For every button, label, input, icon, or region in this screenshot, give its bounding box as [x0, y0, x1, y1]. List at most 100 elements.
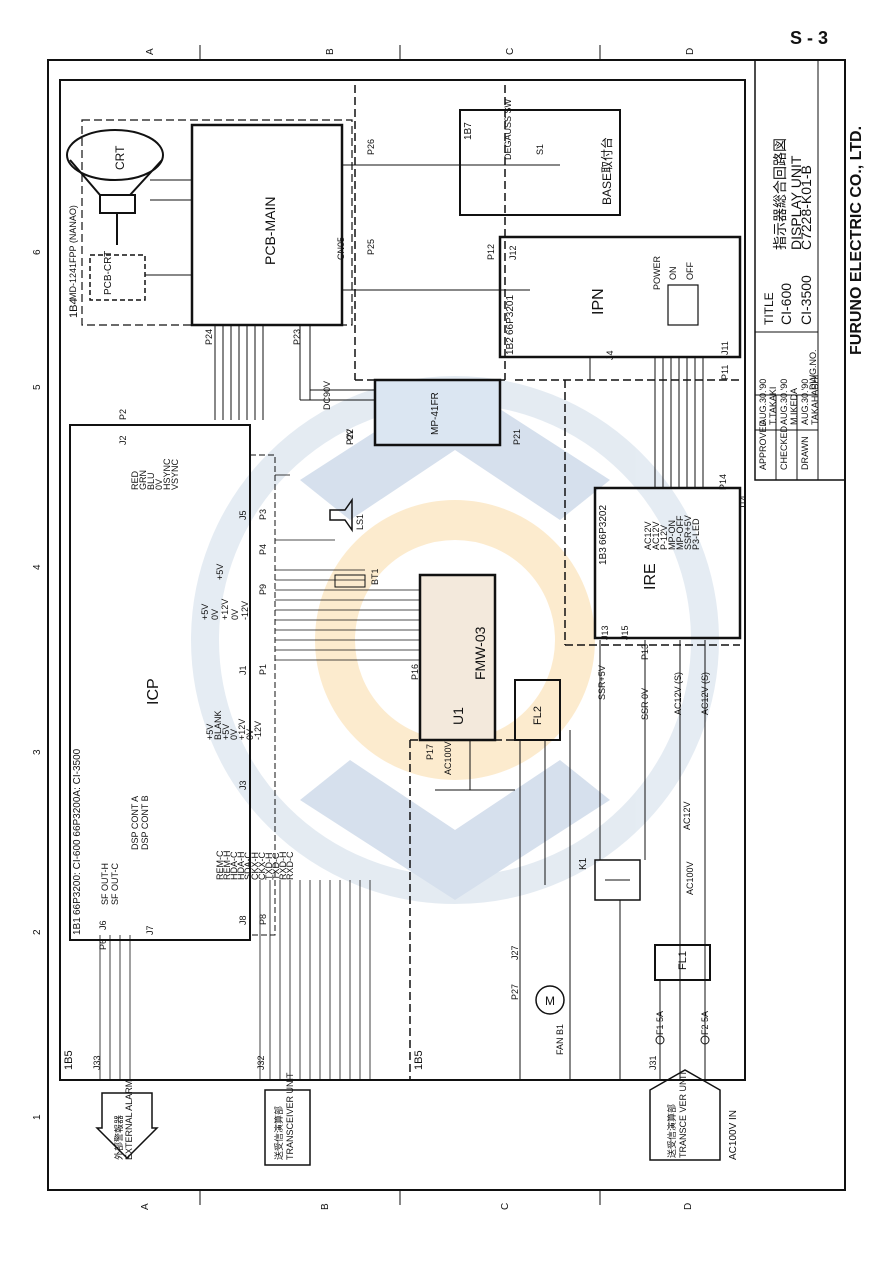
ipn-label: IPN [590, 288, 607, 315]
conn-p27: P27 [510, 983, 520, 1000]
conn-p26: P26 [366, 138, 376, 155]
conn-p23: P23 [292, 328, 302, 345]
approved-date: AUG.30.'90 [758, 378, 768, 425]
grid-letter-top-b: B [325, 48, 336, 55]
ac12v-label: AC12V [682, 801, 692, 830]
tag-1b3: 1B3 [598, 547, 609, 565]
p4-sig-2: 0V [210, 608, 220, 620]
tag-1b5-a: 1B5 [63, 1050, 75, 1070]
fl1-box [654, 944, 711, 981]
degauss-label: DEGAUSS SW [503, 98, 513, 160]
ipn-part: 66P3201 [505, 294, 516, 335]
grid-letter-bottom-a: A [140, 1203, 151, 1210]
ipn-box [498, 235, 742, 359]
p4-sig-3: +12V [220, 598, 230, 620]
p4-sig-5: -12V [240, 600, 250, 620]
conn-p11: P11 [720, 364, 730, 380]
u1-label: U1 [450, 707, 466, 725]
grid-letter-bottom-c: C [500, 1202, 511, 1210]
tag-1b5-b: 1B5 [413, 1050, 425, 1070]
grid-num-1: 1 [32, 1114, 43, 1120]
k1-label: K1 [578, 857, 589, 870]
ac100v-in: AC100V IN [728, 1109, 739, 1160]
signal-vsync: VSYNC [170, 458, 180, 490]
grid-letter-top-d: D [685, 47, 696, 55]
power-switch [667, 284, 699, 326]
transceiver2-en: TRANSCE VER UNIT [678, 1070, 688, 1158]
title-jp: 指示器総合回路図 [772, 138, 788, 250]
ire-part: 66P3202 [598, 504, 609, 545]
pcb-main-label: PCB-MAIN [262, 196, 278, 265]
icp-box [69, 424, 251, 941]
conn-j33: J33 [92, 1055, 102, 1070]
ssr5v-label: SSR+5V [597, 665, 607, 700]
conn-j32: J32 [256, 1055, 266, 1070]
conn-j2: J2 [118, 435, 128, 445]
fl1-label: FL1 [677, 951, 689, 970]
tag-1b1: 1B1 [72, 917, 83, 935]
mp41fr-label: MP-41FR [430, 392, 441, 435]
outer-frame [47, 59, 846, 1191]
ac12v-s-2: AC12V (S) [700, 671, 710, 715]
title-label: TITLE [762, 292, 776, 325]
conn-p12: P12 [486, 243, 496, 260]
monitor-model: MD-1241FPP (NANAO) [68, 205, 78, 300]
ire-box [593, 486, 742, 640]
conn-p16: P16 [410, 663, 420, 680]
mp41fr-box [373, 378, 502, 447]
pcb-crt-box [89, 254, 146, 301]
conn-p1: P1 [258, 663, 268, 675]
conn-j8: J8 [238, 915, 248, 925]
base-label: BASE取付台 [600, 136, 614, 205]
conn-p17: P17 [425, 743, 435, 760]
external-alarm-en: EXTERNAL ALARM [124, 1079, 134, 1160]
s1-label: S1 [535, 143, 545, 155]
dwg-number: C7228-K01-B [798, 165, 814, 250]
external-alarm-arrow [95, 1092, 159, 1160]
conn-p24: P24 [204, 328, 214, 345]
grid-num-2: 2 [32, 929, 43, 935]
conn-p21: P21 [512, 428, 522, 445]
conn-j6: J6 [98, 920, 108, 930]
ssr0v-label: SSR 0V [640, 687, 650, 720]
checked-date: AUG.30.'90 [779, 378, 789, 425]
tag-1b2: 1B2 [505, 337, 516, 355]
speaker-icon [329, 497, 353, 533]
dsp-cont-a: DSP CONT A [130, 795, 140, 850]
battery-icon [334, 574, 366, 588]
ac100v-main: AC100V [685, 861, 695, 895]
conn-j14: J14 [738, 495, 748, 510]
conn-p2: P2 [118, 408, 128, 420]
conn-p25: P25 [366, 238, 376, 255]
bt1-label: BT1 [370, 568, 380, 585]
conn-j12: J12 [508, 245, 518, 260]
dc90v-label: DC90V [322, 380, 332, 410]
conn-p14: P14 [718, 473, 728, 490]
conn-j4: J4 [605, 350, 615, 360]
grid-letter-top-c: C [505, 47, 516, 55]
company-name: FURUNO ELECTRIC CO., LTD. [848, 125, 865, 355]
conn-p9: P9 [258, 583, 268, 595]
conn-j3: J3 [238, 780, 248, 790]
tag-1b7: 1B7 [463, 122, 474, 140]
inner-frame [59, 79, 746, 1081]
grid-num-4: 4 [32, 564, 43, 570]
fuse-f2: F2 5A [700, 1010, 710, 1035]
conn-p13: P13 [640, 643, 650, 660]
approved-by: T.TAKAKI [768, 386, 778, 425]
conn-cn05: CN05 [336, 236, 346, 260]
rx-sig-11: RXD-C [285, 851, 295, 881]
drawn-by: TAKAHASHI [810, 374, 820, 425]
tag-1b4: 1B4 [68, 298, 80, 318]
grid-num-6: 6 [32, 249, 43, 255]
grid-num-5: 5 [32, 384, 43, 390]
conn-p3: P3 [258, 508, 268, 520]
dsp-cont-b: DSP CONT B [140, 795, 150, 850]
ac12v-s-1: AC12V (S) [673, 671, 683, 715]
fan-label: FAN B1 [555, 1023, 565, 1055]
model-ci600: CI-600 [778, 282, 794, 325]
conn-j31: J31 [648, 1055, 658, 1070]
k1-relay [594, 859, 641, 901]
approved-label: APPROVED [758, 419, 768, 470]
conn-j5: J5 [238, 510, 248, 520]
